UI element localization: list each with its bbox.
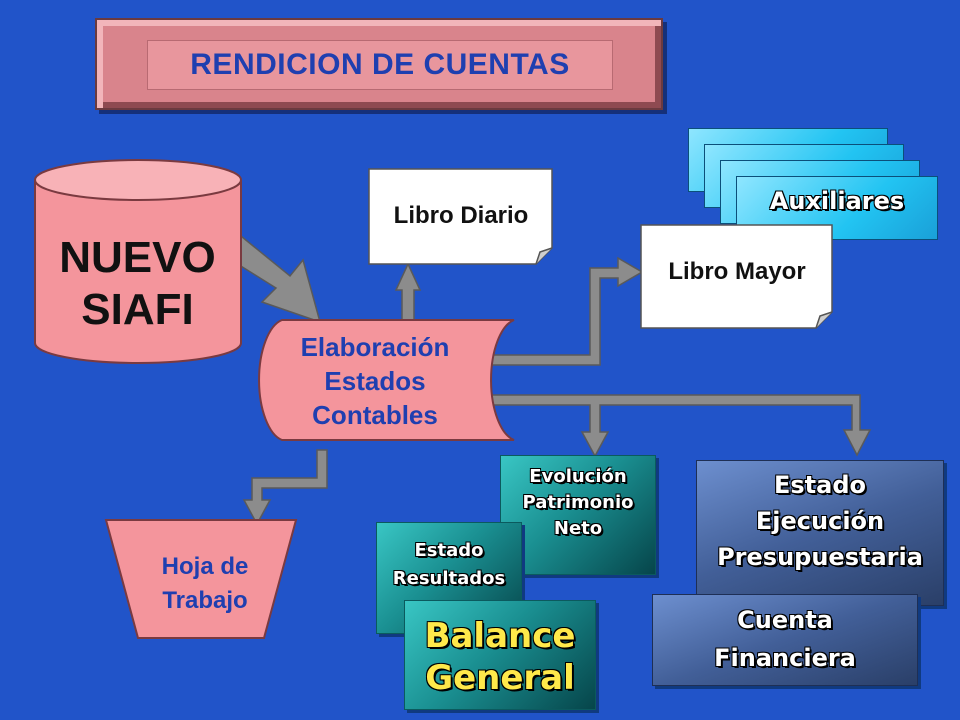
resultados-line1: Estado [414, 540, 484, 561]
ejecucion-line2: Ejecución [755, 507, 885, 535]
libro-mayor-shape [640, 224, 833, 329]
libro-diario-shape [368, 168, 553, 265]
ejecucion-line3: Presupuestaria [717, 543, 923, 571]
balance-line1: Balance [424, 616, 576, 656]
libro-mayor: Libro Mayor [668, 258, 806, 285]
auxiliares-label: Auxiliares [769, 187, 905, 215]
balance-box: Balance General [404, 600, 596, 710]
arrow-to-libro-diario [394, 262, 422, 321]
evolucion-line3: Neto [553, 518, 603, 539]
process-line2: Estados [324, 366, 426, 396]
arrow-to-libro-mayor [487, 256, 644, 366]
process-shape [258, 319, 515, 441]
page-title: RENDICION DE CUENTAS [190, 48, 570, 81]
hoja-shape [104, 519, 298, 639]
cuenta-box: Cuenta Financiera [652, 594, 918, 686]
ejecucion-box: Estado Ejecución Presupuestaria [696, 460, 944, 606]
ejecucion-line1: Estado [773, 471, 866, 499]
evolucion-box: Evolución Patrimonio Neto [500, 455, 656, 575]
process-line3: Contables [312, 400, 438, 430]
arrow-to-evolucion [487, 394, 872, 458]
siafi-line2: SIAFI [81, 285, 194, 334]
hoja-line1: Hoja de [161, 553, 249, 580]
resultados-label: Estado Resultados [377, 537, 521, 593]
evolucion-line1: Evolución [529, 466, 627, 487]
cuenta-line1: Cuenta [737, 606, 833, 634]
title-inner: RENDICION DE CUENTAS [147, 40, 613, 90]
evolucion-label: Evolución Patrimonio Neto [501, 464, 655, 542]
cuenta-label: Cuenta Financiera [653, 601, 917, 677]
resultados-line2: Resultados [392, 568, 506, 589]
balance-label: Balance General [405, 615, 595, 699]
ejecucion-label: Estado Ejecución Presupuestaria [697, 467, 943, 575]
process-line1: Elaboración [300, 332, 450, 362]
siafi-cylinder [34, 159, 242, 364]
hoja-label: Hoja de Trabajo [130, 550, 280, 618]
cuenta-line2: Financiera [714, 644, 856, 672]
siafi-line1: NUEVO [59, 233, 216, 282]
process-label: Elaboración Estados Contables [262, 330, 488, 432]
title-banner: RENDICION DE CUENTAS [95, 18, 663, 110]
libro-diario: Libro Diario [393, 202, 529, 229]
hoja-line2: Trabajo [162, 587, 248, 614]
arrow-to-hoja [242, 449, 328, 526]
siafi-label: NUEVO SIAFI [35, 232, 240, 336]
evolucion-line2: Patrimonio [522, 492, 634, 513]
balance-line2: General [425, 658, 575, 698]
arrow-siafi-to-process [218, 230, 322, 324]
